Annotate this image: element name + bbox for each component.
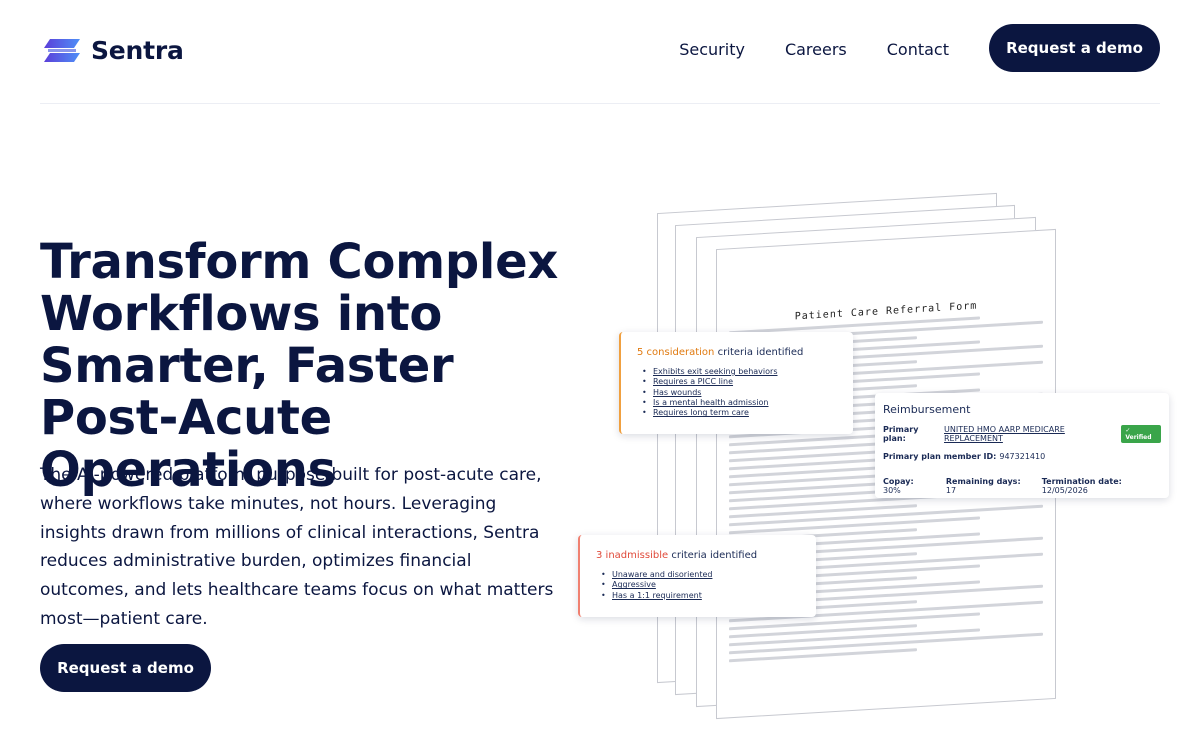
inadmissible-heading: 3 inadmissible criteria identified [596,550,758,561]
list-item: Is a mental health admission [637,398,837,409]
hero-title: Transform Complex Workflows into Smarter… [40,234,558,498]
list-item: Exhibits exit seeking behaviors [637,367,837,378]
primary-plan-member-id: Primary plan member ID: 947321410 [883,452,1046,461]
consideration-list: Exhibits exit seeking behaviors Requires… [637,367,837,419]
list-item: Has a 1:1 requirement [596,591,800,602]
nav-contact[interactable]: Contact [886,40,949,59]
nav-security[interactable]: Security [679,40,745,59]
sentra-logo-icon [44,38,80,62]
list-item: Aggressive [596,580,800,591]
primary-plan: Primary plan: UNITED HMO AARP MEDICARE R… [883,425,1161,443]
coverage-details: Copay: 30% Remaining days: 17 Terminatio… [883,477,1122,495]
list-item: Unaware and disoriented [596,570,800,581]
reimbursement-card: Reimbursement Primary plan: UNITED HMO A… [875,393,1169,498]
main-nav: Security Careers Contact [679,40,949,59]
list-item: Requires long term care [637,408,837,419]
inadmissible-criteria-card: 3 inadmissible criteria identified Unawa… [578,535,816,617]
list-item: Has wounds [637,388,837,399]
consideration-criteria-card: 5 consideration criteria identified Exhi… [619,332,853,434]
brand-name: Sentra [91,36,184,65]
product-illustration: Patient Care Referral Form 5 considerati… [575,175,1175,720]
reimbursement-title: Reimbursement [883,403,971,416]
hero-request-demo-button[interactable]: Request a demo [40,644,211,692]
inadmissible-list: Unaware and disoriented Aggressive Has a… [596,570,800,601]
hero-description: The AI-powered platform purpose-built fo… [40,465,554,629]
verified-badge: ✓ Verified [1121,425,1161,443]
site-header: Sentra Security Careers Contact Request … [40,0,1160,104]
nav-careers[interactable]: Careers [784,40,847,59]
list-item: Requires a PICC line [637,377,837,388]
request-demo-button[interactable]: Request a demo [989,24,1160,72]
brand-logo[interactable]: Sentra [42,36,184,65]
consideration-heading: 5 consideration criteria identified [637,347,804,358]
